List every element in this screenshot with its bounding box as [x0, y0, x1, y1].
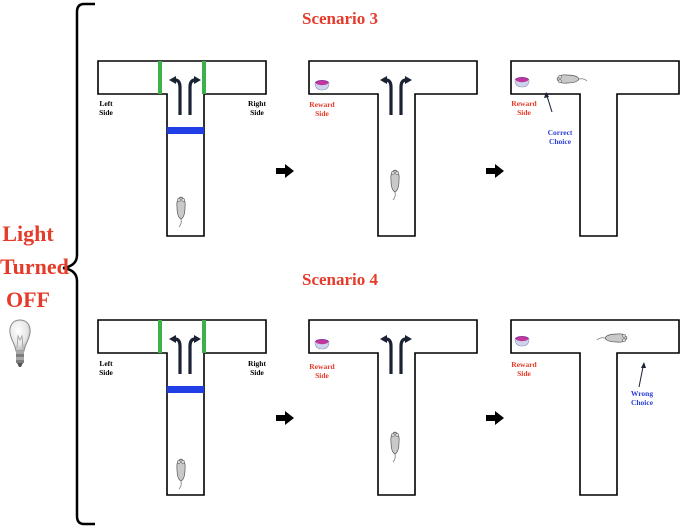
light-label-line3: OFF — [6, 287, 50, 312]
s4-wrong-choice-label: Wrong Choice — [630, 389, 654, 407]
s3-correct-choice-label: Correct Choice — [547, 128, 573, 146]
brace-icon — [62, 2, 95, 526]
s4-reward-side-label: Reward Side — [309, 362, 335, 380]
s3-end-reward-side-label: Reward Side — [511, 99, 537, 117]
s4-maze-middle — [308, 319, 478, 496]
right-arrow-icon — [276, 411, 294, 425]
s4-maze-end — [510, 319, 680, 496]
right-arrow-icon — [486, 411, 504, 425]
s4-maze-start — [97, 319, 267, 496]
s3-maze-end — [510, 60, 680, 237]
s3-maze-middle — [308, 60, 478, 237]
s4-left-side-label: Left Side — [99, 359, 113, 377]
scenario3-title: Scenario 3 — [301, 9, 379, 28]
scenario4-title: Scenario 4 — [301, 270, 379, 289]
s4-end-reward-side-label: Reward Side — [511, 360, 537, 378]
light-label-line1: Light — [2, 221, 54, 246]
s3-maze-start — [97, 60, 267, 237]
s3-left-side-label: Left Side — [99, 99, 113, 117]
right-arrow-icon — [276, 164, 294, 178]
right-arrow-icon — [486, 164, 504, 178]
s3-right-side-label: Right Side — [248, 99, 266, 117]
s3-reward-side-label: Reward Side — [309, 100, 335, 118]
lightbulb-icon — [9, 319, 31, 367]
s4-right-side-label: Right Side — [248, 359, 266, 377]
